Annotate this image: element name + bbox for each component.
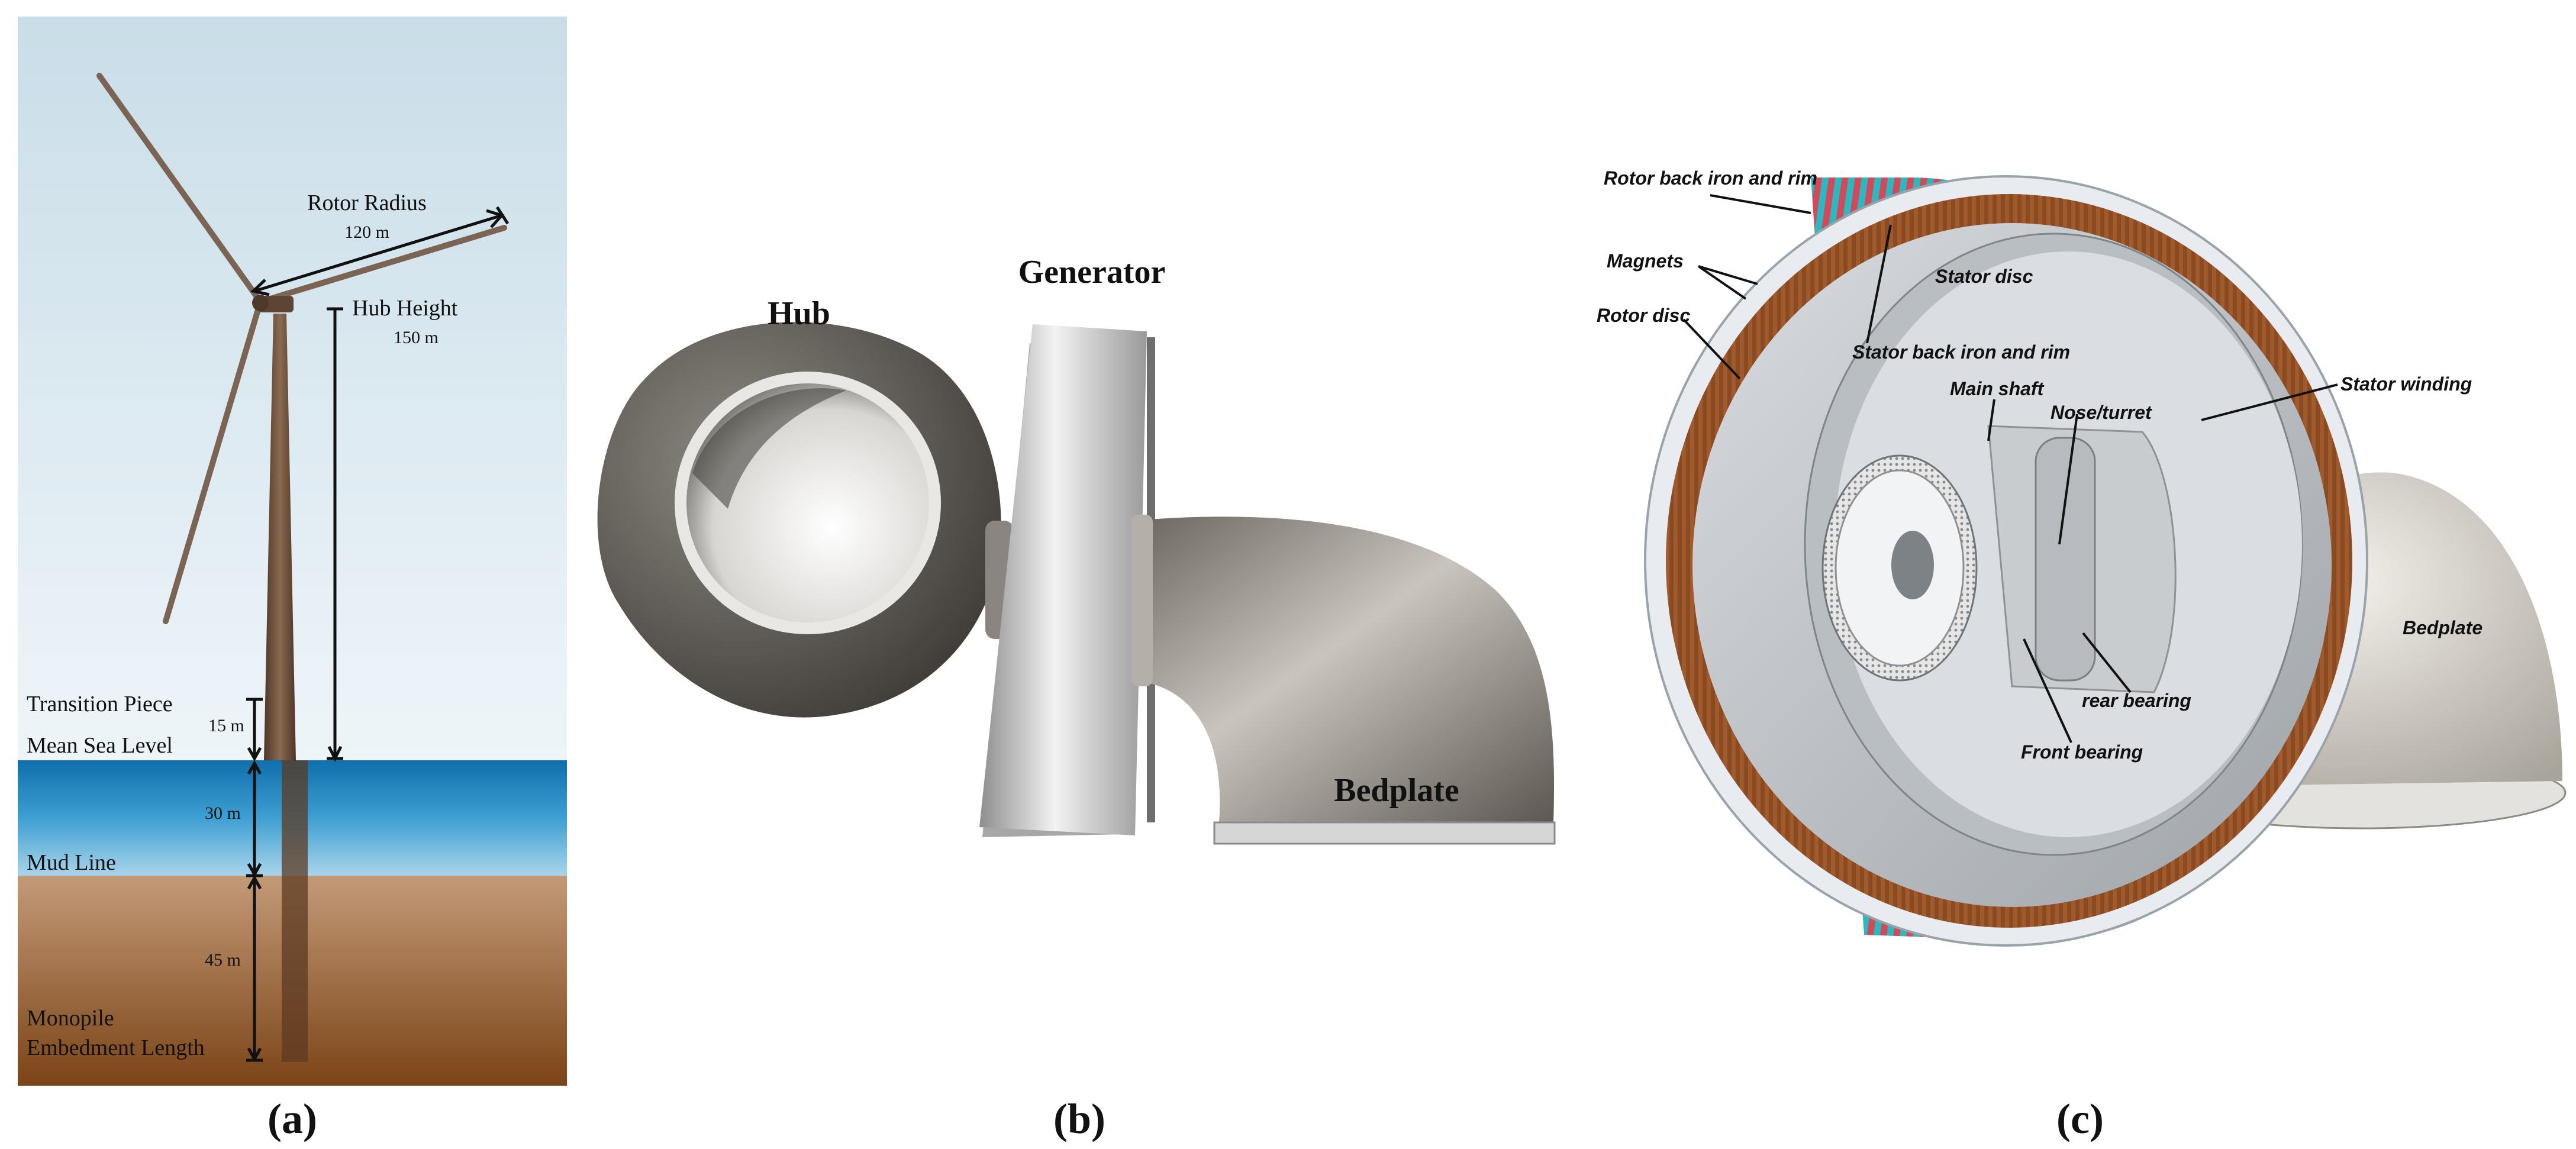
rotor-radius-label: Rotor Radius <box>307 191 427 215</box>
bedplate-c-label: Bedplate <box>2403 617 2482 638</box>
hub-height-value: 150 m <box>394 328 439 347</box>
monopile-label: Monopile <box>27 1006 114 1031</box>
rotor-back-iron-label: Rotor back iron and rim <box>1604 167 1817 189</box>
mud-line-label: Mud Line <box>27 850 116 875</box>
hub-spinner <box>252 295 269 311</box>
main-shaft-label: Main shaft <box>1950 378 2045 399</box>
nose-turret-label: Nose/turret <box>2051 402 2152 423</box>
rear-bearing-label: rear bearing <box>2082 690 2191 711</box>
water-depth-arrow <box>246 760 263 878</box>
mean-sea-level-label: Mean Sea Level <box>27 733 173 758</box>
hub-height-arrow <box>327 307 343 762</box>
hub-height-label: Hub Height <box>352 296 458 321</box>
front-bearing-label: Front bearing <box>2021 741 2143 763</box>
stator-disc-label: Stator disc <box>1935 266 2033 287</box>
caption-a: (a) <box>267 1095 317 1142</box>
rotor-radius-arrow <box>250 206 510 296</box>
main-shaft-bore <box>1891 531 1934 599</box>
stator-winding-label: Stator winding <box>2340 373 2472 395</box>
generator-face <box>979 324 1147 835</box>
embedment-arrow <box>246 874 263 1063</box>
rear-bearing <box>2035 437 2096 682</box>
panel-b: Hub Generator Bedplate (b) <box>597 254 1556 1142</box>
stator-back-iron-label: Stator back iron and rim <box>1852 341 2070 363</box>
monopile <box>282 760 308 1062</box>
water-depth-value: 30 m <box>205 803 241 823</box>
panel-c: Rotor back iron and rim Magnets Rotor di… <box>1597 167 2567 1142</box>
leader-lines <box>1682 194 2338 743</box>
rotor-disc-label: Rotor disc <box>1597 305 1690 326</box>
hub-inner-shadow <box>692 388 846 509</box>
caption-b: (b) <box>1053 1095 1105 1142</box>
bedplate-label: Bedplate <box>1334 772 1459 809</box>
tower <box>264 314 296 760</box>
monopile-label-2: Embedment Length <box>27 1035 205 1060</box>
rotor-blades <box>96 73 507 624</box>
transition-arrow <box>246 698 263 762</box>
caption-c: (c) <box>2056 1095 2104 1142</box>
bedplate-base <box>1213 821 1556 845</box>
elbow-flange <box>1131 515 1153 686</box>
bedplate-elbow <box>1133 517 1555 822</box>
magnets-label: Magnets <box>1607 250 1684 272</box>
panel-a: Rotor Radius 120 m Hub Height 150 m Tran… <box>18 17 567 1142</box>
transition-piece-label: Transition Piece <box>27 692 173 716</box>
hub-label: Hub <box>768 295 830 332</box>
transition-piece-value: 15 m <box>208 716 244 735</box>
generator-label: Generator <box>1018 254 1166 291</box>
rotor-radius-value: 120 m <box>344 222 389 242</box>
embedment-value: 45 m <box>205 950 241 970</box>
